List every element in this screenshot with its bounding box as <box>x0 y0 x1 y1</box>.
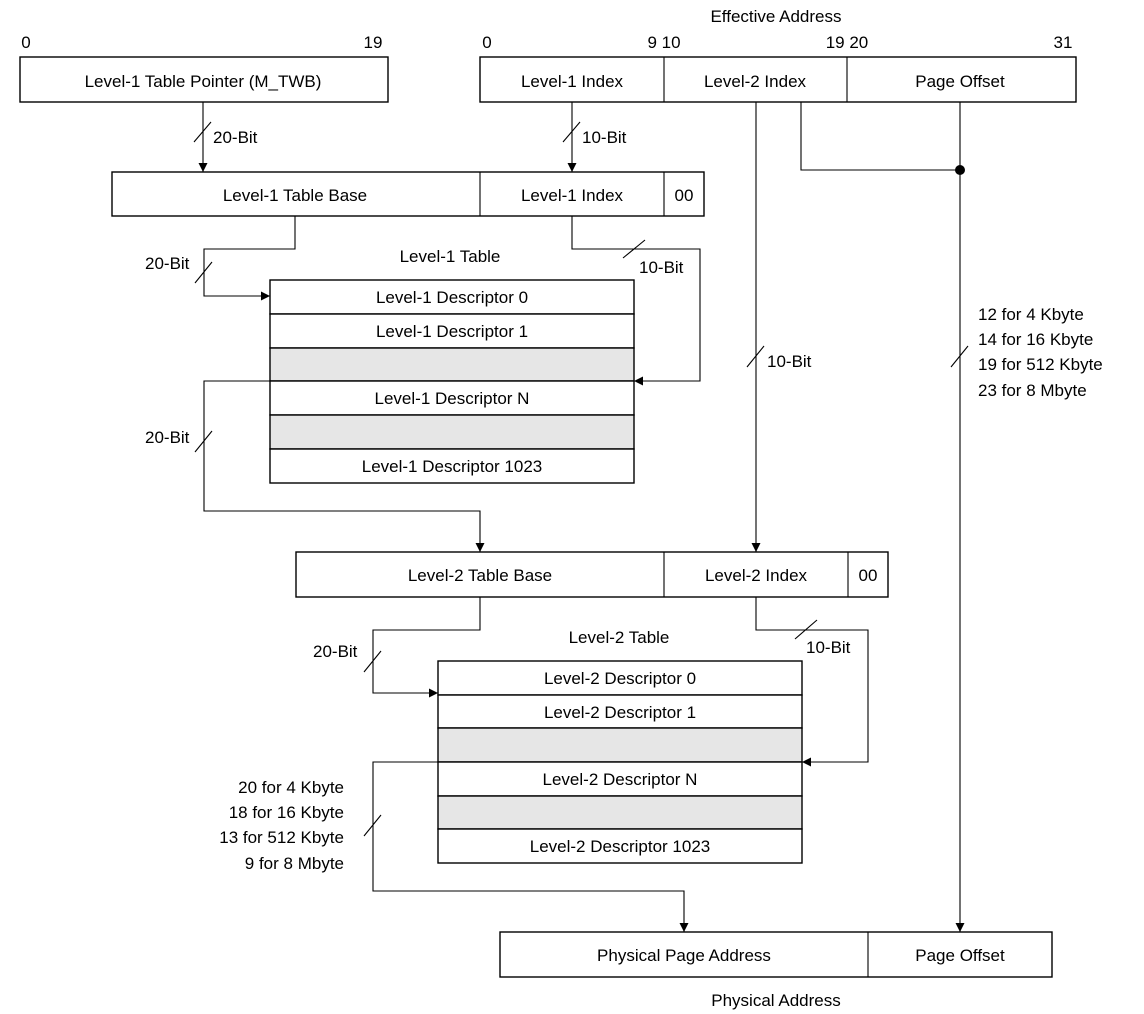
level1-descriptor-n: Level-1 Descriptor N <box>375 389 530 408</box>
level1-table-base: Level-1 Table Base <box>223 186 367 205</box>
ptr-bit-19: 19 <box>364 33 383 52</box>
wire-level2-desc-to-physical <box>372 761 689 932</box>
offset-size-4k: 12 for 4 Kbyte <box>978 305 1084 324</box>
effective-address-title: Effective Address <box>710 7 841 26</box>
level2-descriptor-1: Level-2 Descriptor 1 <box>544 703 696 722</box>
wire-level2-index-to-descriptor <box>755 597 869 767</box>
level1-address-suffix: 00 <box>675 186 694 205</box>
ea-bit-9-10: 9 10 <box>647 33 680 52</box>
level2-address-register <box>295 551 889 598</box>
page-size-512k: 13 for 512 Kbyte <box>219 828 344 847</box>
level2-descriptor-n: Level-2 Descriptor N <box>543 770 698 789</box>
level2-address-suffix: 00 <box>859 566 878 585</box>
page-size-16k: 18 for 16 Kbyte <box>229 803 344 822</box>
label-idx1b-10bit: 10-Bit <box>639 258 684 277</box>
effective-address-register <box>479 56 1077 103</box>
wire-level1-base-to-table <box>203 216 296 301</box>
physical-page-address: Physical Page Address <box>597 946 771 965</box>
junction-dot <box>955 165 965 175</box>
level2-table-base: Level-2 Table Base <box>408 566 552 585</box>
offset-size-512k: 19 for 512 Kbyte <box>978 355 1103 374</box>
ea-bit-19-20: 19 20 <box>826 33 869 52</box>
label-idx2b-10bit: 10-Bit <box>806 638 851 657</box>
offset-size-16k: 14 for 16 Kbyte <box>978 330 1093 349</box>
level1-descriptor-0: Level-1 Descriptor 0 <box>376 288 528 307</box>
label-l2index-10bit: 10-Bit <box>767 352 812 371</box>
ea-bit-0: 0 <box>482 33 491 52</box>
page-size-8m: 9 for 8 Mbyte <box>245 854 344 873</box>
level2-address-index: Level-2 Index <box>705 566 808 585</box>
level2-descriptor-0: Level-2 Descriptor 0 <box>544 669 696 688</box>
level1-table-title: Level-1 Table <box>400 247 501 266</box>
level1-table <box>269 279 635 484</box>
offset-size-8m: 23 for 8 Mbyte <box>978 381 1087 400</box>
ptr-bit-0: 0 <box>21 33 30 52</box>
wire-level2-base-to-table <box>372 597 481 698</box>
physical-page-offset: Page Offset <box>915 946 1005 965</box>
label-base2-20bit: 20-Bit <box>313 642 358 661</box>
ea-level1-index: Level-1 Index <box>521 72 624 91</box>
wire-level1-desc-to-level2-base <box>203 380 485 552</box>
level2-table <box>437 660 803 864</box>
label-base1-20bit: 20-Bit <box>145 254 190 273</box>
level1-address-index: Level-1 Index <box>521 186 624 205</box>
physical-address-title: Physical Address <box>711 991 840 1010</box>
level1-descriptor-1023: Level-1 Descriptor 1023 <box>362 457 542 476</box>
level1-descriptor-1: Level-1 Descriptor 1 <box>376 322 528 341</box>
table-pointer-label: Level-1 Table Pointer (M_TWB) <box>85 72 322 91</box>
page-size-4k: 20 for 4 Kbyte <box>238 778 344 797</box>
label-l1index-10bit: 10-Bit <box>582 128 627 147</box>
page-size-notes: 20 for 4 Kbyte 18 for 16 Kbyte 13 for 51… <box>219 778 344 873</box>
wire-offset-tap <box>800 102 960 171</box>
ea-page-offset: Page Offset <box>915 72 1005 91</box>
level2-descriptor-1023: Level-2 Descriptor 1023 <box>530 837 710 856</box>
level2-table-title: Level-2 Table <box>569 628 670 647</box>
ea-level2-index: Level-2 Index <box>704 72 807 91</box>
table-pointer-register <box>19 56 389 103</box>
level1-address-register <box>111 171 705 217</box>
physical-address-register <box>499 931 1053 978</box>
label-pointer-20bit: 20-Bit <box>213 128 258 147</box>
wire-level1-index-to-descriptor <box>571 216 701 386</box>
label-desc1-20bit: 20-Bit <box>145 428 190 447</box>
offset-size-notes: 12 for 4 Kbyte 14 for 16 Kbyte 19 for 51… <box>978 305 1103 400</box>
ea-bit-31: 31 <box>1054 33 1073 52</box>
